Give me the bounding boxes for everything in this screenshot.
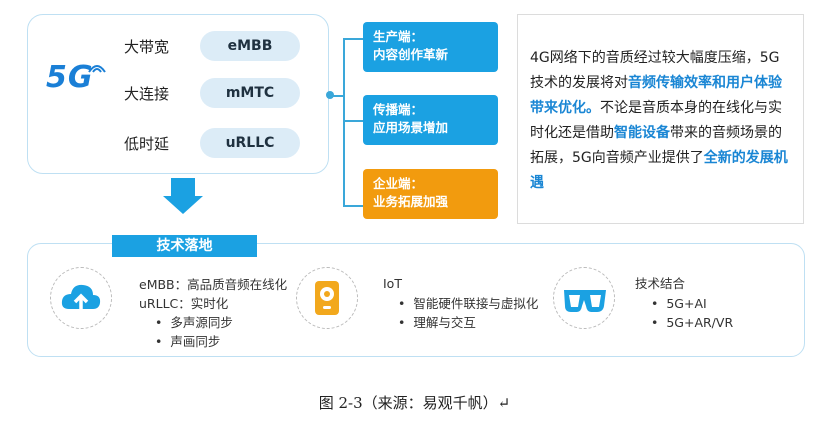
bullet-5g-arvr: • 5G+AR/VR	[651, 315, 734, 330]
row-label-connection: 大连接	[124, 85, 170, 103]
box-production-line1: 生产端：	[373, 29, 424, 44]
desc-highlight-1: 音频传输效率和用户体验带来优化。	[530, 75, 782, 116]
tech-combo-title: 技术结合	[635, 276, 686, 291]
box-enterprise-line2: 业务拓展加强	[373, 194, 449, 209]
description-text: 4G网络下的音质经过较大幅度压缩，5G技术的发展将对音频传输效率和用户体验带来优…	[530, 46, 792, 196]
connector-box-1	[343, 38, 363, 40]
bullet-5g-ai-text: 5G+AI	[666, 296, 707, 311]
description-panel	[517, 14, 804, 224]
fiveg-logo: 5G	[46, 60, 94, 95]
box-distribution: 传播端： 应用场景增加	[363, 95, 498, 145]
box-enterprise-line1: 企业端：	[373, 176, 424, 191]
vr-glasses-icon	[564, 290, 606, 312]
signal-icon	[88, 65, 106, 73]
desc-part-3: 带来的音频场景的拓展，5G向音频产业提供了	[530, 125, 782, 166]
bullet-5g-ai: • 5G+AI	[651, 296, 707, 311]
box-enterprise: 企业端： 业务拓展加强	[363, 169, 498, 219]
tech-panel	[27, 243, 805, 357]
bullet-av-sync: • 声画同步	[155, 334, 221, 349]
bullet-interaction-text: 理解与交互	[413, 315, 476, 330]
cloud-upload-icon	[61, 284, 101, 313]
urllc-desc: uRLLC：实时化	[139, 296, 229, 311]
pill-mmtc: mMTC	[200, 78, 300, 108]
box-production-line2: 内容创作革新	[373, 47, 449, 62]
desc-highlight-2: 智能设备	[614, 125, 670, 141]
box-production: 生产端： 内容创作革新	[363, 22, 498, 72]
bullet-smart-hardware: • 智能硬件联接与虚拟化	[398, 296, 539, 311]
figure-caption: 图 2-3（来源：易观千帆）↵	[318, 394, 511, 412]
connector-from-card	[329, 95, 344, 97]
bullet-multi-source: • 多声源同步	[155, 315, 233, 330]
pill-urllc: uRLLC	[200, 128, 300, 158]
smart-speaker-icon	[315, 281, 339, 315]
bullet-interaction: • 理解与交互	[398, 315, 476, 330]
connector-dot	[326, 91, 334, 99]
bullet-av-sync-text: 声画同步	[170, 334, 221, 349]
box-distribution-line2: 应用场景增加	[373, 120, 449, 135]
connector-box-3	[343, 205, 363, 207]
desc-highlight-3: 全新的发展机遇	[530, 150, 788, 191]
arrow-down-shaft	[171, 178, 195, 198]
desc-part-2: 不论是音质本身的在线化与实时化还是借助	[530, 100, 782, 141]
iot-title: IoT	[383, 276, 402, 291]
bullet-5g-arvr-text: 5G+AR/VR	[666, 315, 734, 330]
cloud-upload-circle	[50, 267, 112, 329]
connector-box-2	[343, 120, 363, 122]
row-label-latency: 低时延	[124, 135, 170, 153]
tech-tag: 技术落地	[112, 235, 257, 257]
bullet-multi-source-text: 多声源同步	[170, 315, 233, 330]
row-label-bandwidth: 大带宽	[124, 38, 170, 56]
desc-part-1: 4G网络下的音质经过较大幅度压缩，5G技术的发展将对	[530, 50, 780, 91]
pill-embb: eMBB	[200, 31, 300, 61]
vr-circle	[553, 267, 615, 329]
arrow-down-icon	[163, 196, 203, 214]
box-distribution-line1: 传播端：	[373, 102, 424, 117]
embb-desc: eMBB：高品质音频在线化	[139, 277, 288, 292]
connector-vertical	[343, 38, 345, 206]
device-circle	[296, 267, 358, 329]
bullet-smart-hardware-text: 智能硬件联接与虚拟化	[413, 296, 539, 311]
